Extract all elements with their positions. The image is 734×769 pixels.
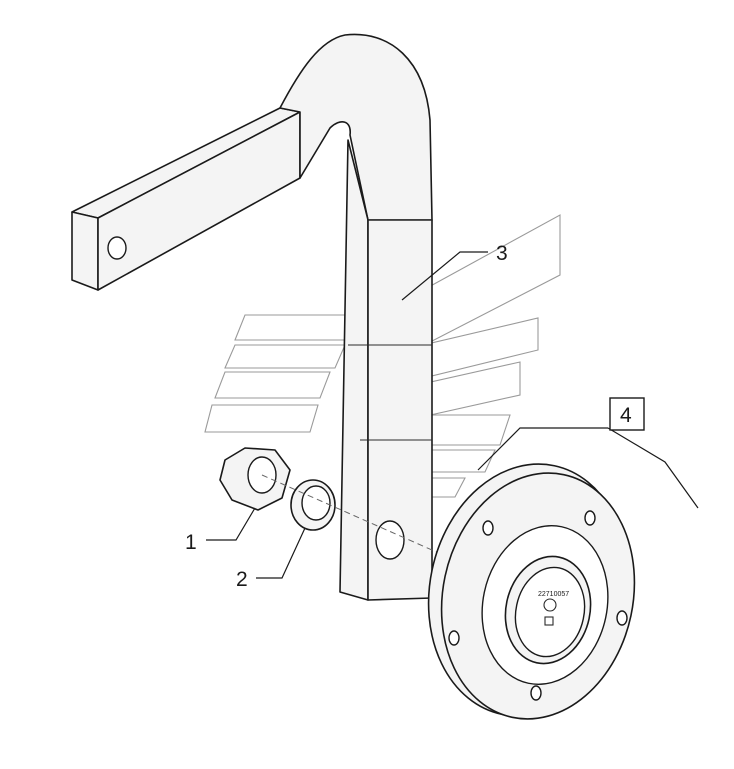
callout-3: 3 — [496, 242, 508, 265]
callout-2: 2 — [236, 568, 248, 591]
assembly-axis-line — [261, 474, 501, 581]
callout-4-box — [609, 397, 645, 431]
hub-part-number: 22710057 — [538, 591, 569, 598]
washer — [290, 479, 336, 531]
bent-bracket-arm — [71, 33, 433, 601]
leader-lines — [206, 251, 699, 579]
hub-disc: 22710057 — [427, 463, 636, 720]
callout-4: 4 — [620, 404, 632, 427]
hex-nut — [219, 447, 291, 511]
callout-1: 1 — [185, 531, 197, 554]
